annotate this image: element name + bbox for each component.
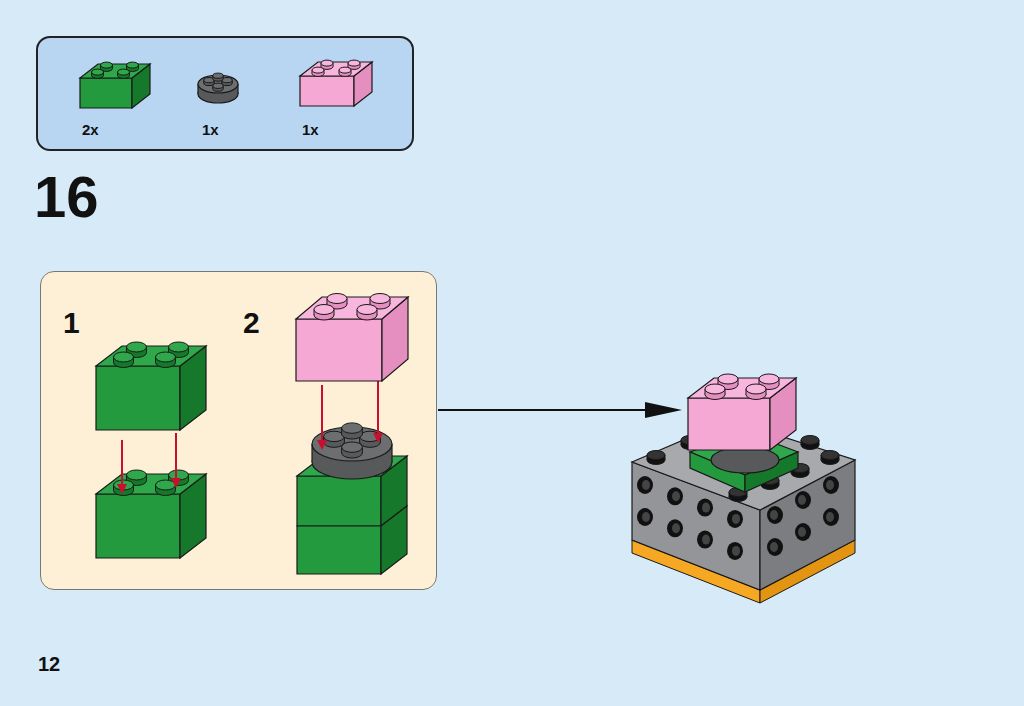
stud: [342, 423, 363, 433]
brick-front: [688, 398, 770, 450]
side-stud: [767, 506, 783, 524]
brick-front: [296, 319, 382, 381]
brick-front: [96, 494, 180, 558]
stud: [759, 374, 779, 384]
stud: [746, 384, 766, 394]
brick-top: [96, 474, 206, 494]
stud: [312, 67, 324, 73]
brick-front: [80, 78, 132, 108]
stud: [156, 352, 176, 362]
side-stud: [702, 503, 710, 513]
side-stud: [732, 514, 740, 524]
stud: [339, 67, 351, 73]
brick-top: [688, 378, 796, 398]
side-stud: [823, 476, 839, 494]
side-stud: [642, 480, 650, 490]
side-stud: [637, 476, 653, 494]
brick-front: [297, 526, 381, 574]
stud: [321, 60, 333, 66]
stud: [718, 374, 738, 384]
red-arrow: [377, 380, 379, 435]
side-stud: [770, 510, 778, 520]
arrow-head: [645, 402, 682, 418]
substep-number: 2: [243, 308, 260, 338]
stud: [705, 384, 725, 394]
side-stud: [672, 491, 680, 501]
side-stud: [672, 523, 680, 533]
side-stud: [727, 542, 743, 560]
red-arrow: [321, 385, 323, 442]
side-stud: [826, 480, 834, 490]
side-stud: [823, 508, 839, 526]
side-stud: [667, 519, 683, 537]
stud: [821, 451, 839, 460]
red-arrow: [117, 484, 127, 494]
side-stud: [727, 510, 743, 528]
part-count: 1x: [202, 122, 219, 137]
stud: [801, 436, 819, 445]
red-arrow: [171, 478, 181, 488]
red-arrow: [373, 433, 383, 443]
brick-top: [296, 297, 408, 319]
stud: [213, 83, 223, 88]
stud: [101, 62, 113, 68]
side-stud: [767, 538, 783, 556]
stud: [156, 480, 176, 490]
parts-panel: 2x 1x 1x: [36, 36, 414, 151]
side-stud: [795, 491, 811, 509]
step-arrow: [438, 409, 650, 411]
stud: [127, 470, 147, 480]
stud: [370, 294, 390, 304]
side-stud: [697, 499, 713, 517]
brick-top: [300, 62, 372, 76]
bricks: [80, 60, 855, 603]
side-stud: [732, 546, 740, 556]
stud: [213, 73, 223, 78]
page-number: 12: [38, 654, 60, 674]
brick-front: [300, 76, 354, 106]
stud: [357, 305, 377, 315]
part-count: 2x: [82, 122, 99, 137]
red-arrow: [175, 433, 177, 480]
stud: [314, 305, 334, 315]
stud: [327, 294, 347, 304]
side-stud: [795, 523, 811, 541]
side-stud: [826, 512, 834, 522]
side-stud: [637, 508, 653, 526]
brick-side: [381, 506, 407, 574]
brick-top: [80, 64, 150, 78]
red-arrow: [317, 440, 327, 450]
stud: [92, 69, 104, 75]
stud: [342, 442, 363, 452]
step-number: 16: [34, 168, 99, 226]
side-stud: [697, 531, 713, 549]
side-stud: [770, 542, 778, 552]
stud: [118, 69, 130, 75]
brick-front: [96, 366, 180, 430]
side-stud: [798, 495, 806, 505]
stud: [114, 352, 134, 362]
part-count: 1x: [302, 122, 319, 137]
parts-panel-fill: [36, 36, 414, 151]
red-arrow: [121, 440, 123, 486]
substep-panel-fill: [40, 271, 437, 590]
stud: [127, 342, 147, 352]
side-stud: [798, 527, 806, 537]
stud: [647, 451, 665, 460]
side-stud: [642, 512, 650, 522]
stud: [127, 62, 139, 68]
substep-panel: 12: [40, 271, 437, 590]
side-stud: [702, 535, 710, 545]
side-stud: [667, 487, 683, 505]
stud: [169, 342, 189, 352]
brick-front: [297, 476, 381, 526]
stud: [348, 60, 360, 66]
round-plate: [711, 447, 779, 473]
brick-top: [96, 346, 206, 366]
substep-number: 1: [63, 308, 80, 338]
